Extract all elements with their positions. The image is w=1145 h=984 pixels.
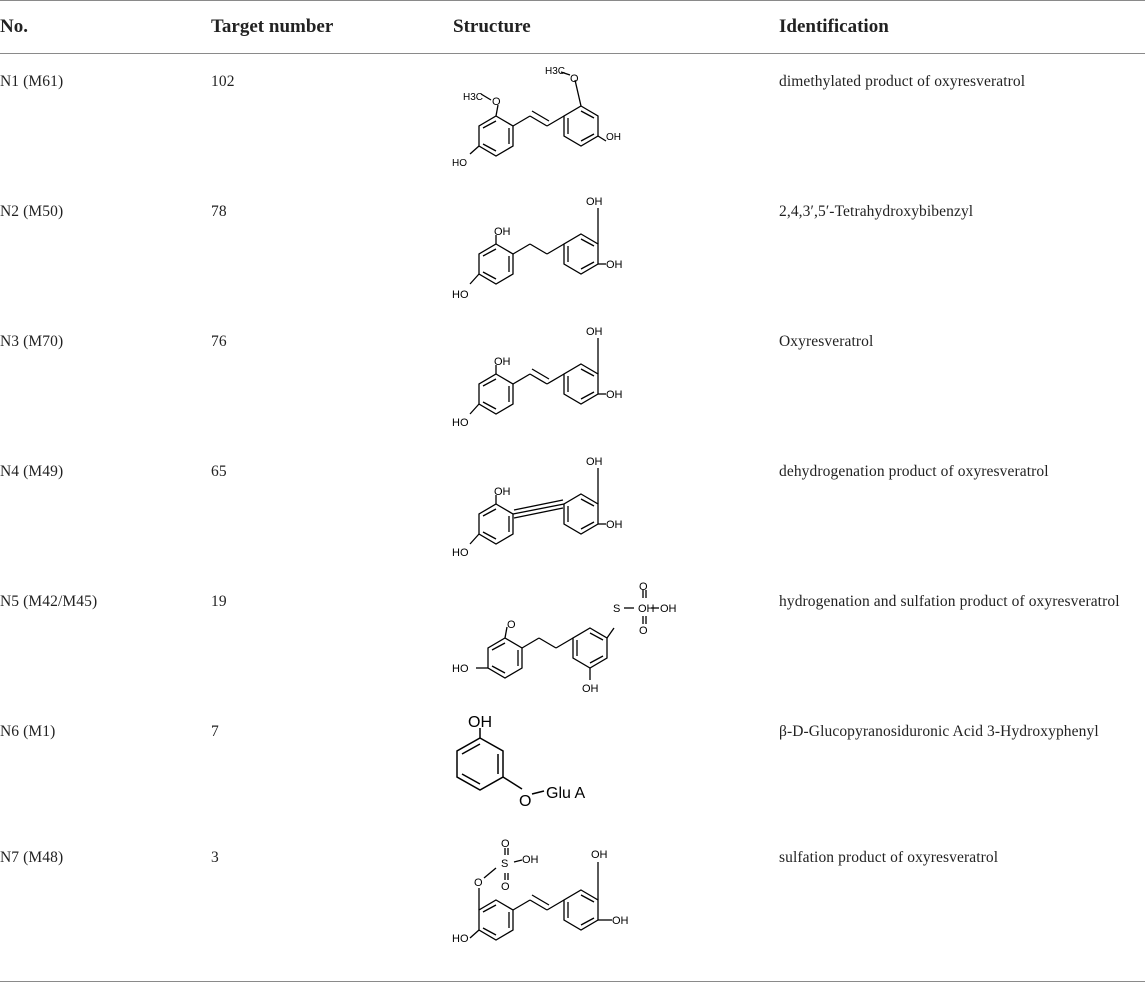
atom-label: O <box>501 838 510 850</box>
table-header-rule <box>0 53 1145 54</box>
atom-label: OH <box>582 683 599 695</box>
atom-label: H3C <box>545 66 565 77</box>
row-no: N7 (M48) <box>0 849 64 866</box>
row-target-number: 65 <box>211 463 227 480</box>
atom-label: OH <box>494 226 511 238</box>
atom-label: OH <box>494 356 511 368</box>
structure-n7: O S OH O O OH OH HO <box>452 838 629 945</box>
row-identification: hydrogenation and sulfation product of o… <box>779 593 1120 610</box>
atom-label: O <box>639 625 648 637</box>
row-target-number: 76 <box>211 333 227 350</box>
atom-label: O <box>501 881 510 893</box>
atom-label: OH <box>606 259 623 271</box>
row-no: N6 (M1) <box>0 723 56 740</box>
structure-n2: OH OH OH HO <box>452 196 623 301</box>
atom-label: HO <box>452 417 469 429</box>
structure-n4: OH OH OH HO <box>452 456 623 559</box>
row-identification: sulfation product of oxyresveratrol <box>779 849 999 866</box>
row-no: N2 (M50) <box>0 203 64 220</box>
atom-label: OH <box>586 456 603 468</box>
atom-label: HO <box>452 663 469 675</box>
atom-label: HO <box>452 933 469 945</box>
atom-label: OH <box>522 854 539 866</box>
atom-label: OH <box>660 603 677 615</box>
row-identification: β-D-Glucopyranosiduronic Acid 3-Hydroxyp… <box>779 723 1099 740</box>
structure-n5: O S OH O O OH HO OH <box>452 581 677 695</box>
atom-label: O <box>570 73 579 85</box>
row-no: N1 (M61) <box>0 73 64 90</box>
atom-label: OH <box>468 714 492 731</box>
atom-label: O <box>474 877 483 889</box>
atom-label: OH <box>638 603 655 615</box>
atom-label: HO <box>452 158 467 169</box>
row-target-number: 102 <box>211 73 235 90</box>
atom-label: OH <box>586 196 603 208</box>
row-identification: 2,4,3′,5′-Tetrahydroxybibenzyl <box>779 203 974 220</box>
atom-label: H3C <box>463 92 483 103</box>
row-target-number: 78 <box>211 203 227 220</box>
row-identification: dimethylated product of oxyresveratrol <box>779 73 1026 90</box>
table-top-rule <box>0 0 1145 1</box>
row-no: N4 (M49) <box>0 463 64 480</box>
header-structure: Structure <box>453 16 531 37</box>
atom-label: OH <box>606 132 621 143</box>
table-bottom-rule <box>0 981 1145 982</box>
row-target-number: 7 <box>211 723 219 740</box>
structure-n6: OH O Glu A <box>456 714 585 810</box>
structure-n1: H3C O H3C O OH HO <box>452 66 621 169</box>
atom-label: HO <box>452 547 469 559</box>
atom-label: S <box>613 603 620 615</box>
row-identification: dehydrogenation product of oxyresveratro… <box>779 463 1049 480</box>
structure-n3: OH OH OH HO <box>452 326 623 429</box>
atom-label: Glu A <box>546 785 585 802</box>
atom-label: O <box>639 581 648 593</box>
atom-label: O <box>519 793 531 810</box>
row-no: N3 (M70) <box>0 333 64 350</box>
header-identification: Identification <box>779 16 889 37</box>
atom-label: OH <box>606 519 623 531</box>
atom-label: OH <box>586 326 603 338</box>
atom-label: OH <box>494 486 511 498</box>
header-target-number: Target number <box>211 16 334 37</box>
atom-label: HO <box>452 289 469 301</box>
row-target-number: 3 <box>211 849 219 866</box>
row-target-number: 19 <box>211 593 227 610</box>
header-no: No. <box>0 16 28 37</box>
atom-label: OH <box>612 915 629 927</box>
row-no: N5 (M42/M45) <box>0 593 98 610</box>
row-identification: Oxyresveratrol <box>779 333 874 350</box>
atom-label: S <box>501 858 508 870</box>
atom-label: OH <box>606 389 623 401</box>
atom-label: O <box>507 619 516 631</box>
atom-label: OH <box>591 849 608 861</box>
atom-label: O <box>492 96 501 108</box>
